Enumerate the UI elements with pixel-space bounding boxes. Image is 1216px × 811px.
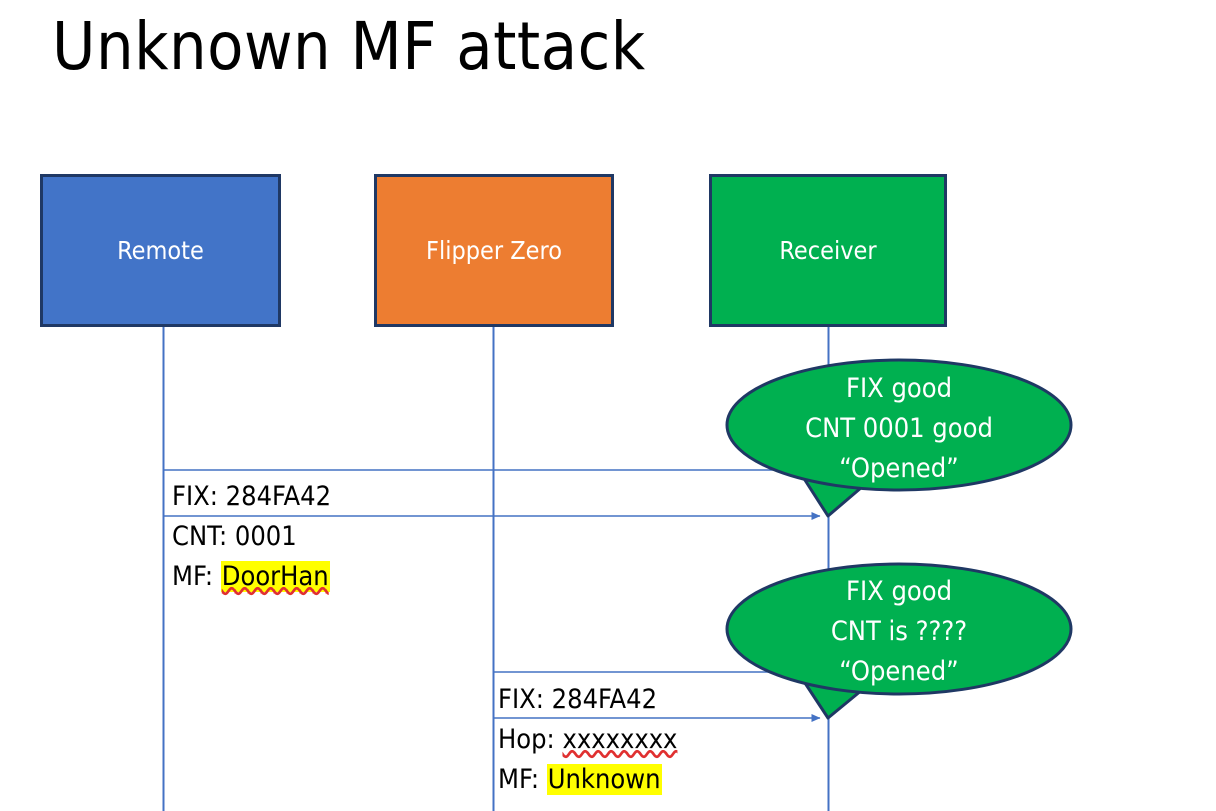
message-1-cnt-text: CNT: 0001: [172, 521, 297, 552]
message-1-cnt-line: CNT: 0001: [172, 517, 330, 557]
message-1-mf-line: MF: DoorHan: [172, 557, 330, 597]
message-2-detail-lines: Hop: xxxxxxxx MF: Unknown: [498, 720, 677, 800]
message-2-fix-text: FIX: 284FA42: [498, 684, 658, 715]
actor-label-flipper: Flipper Zero: [426, 235, 562, 265]
callout-1-line-3: “Opened”: [839, 453, 959, 484]
message-2-fix-line: FIX: 284FA42: [498, 680, 657, 720]
callout-1-text: FIX good CNT 0001 good “Opened”: [726, 369, 1072, 489]
callout-receiver-2: [725, 562, 1073, 720]
callout-2-line-2: CNT is ????: [830, 616, 968, 647]
actor-box-remote[interactable]: Remote: [40, 174, 281, 327]
actor-box-flipper[interactable]: Flipper Zero: [374, 174, 614, 327]
message-2-hop-line: Hop: xxxxxxxx: [498, 720, 677, 760]
callout-2-text: FIX good CNT is ???? “Opened”: [726, 572, 1072, 692]
message-1-mf-value: DoorHan: [220, 561, 330, 592]
callout-2-line-1: FIX good: [845, 576, 953, 607]
message-2-hop-prefix: Hop:: [498, 724, 563, 755]
message-2-mf-prefix: MF:: [498, 764, 547, 795]
message-1-mf-prefix: MF:: [172, 561, 221, 592]
actor-label-remote: Remote: [117, 235, 204, 265]
callout-1-bubble: [725, 358, 1073, 492]
callout-2-bubble: [725, 562, 1073, 696]
message-1-fix-line: FIX: 284FA42: [172, 477, 331, 517]
message-2-mf-line: MF: Unknown: [498, 760, 677, 800]
callout-receiver-1: [725, 358, 1073, 518]
actor-box-receiver[interactable]: Receiver: [709, 174, 947, 327]
message-2-hop-value: xxxxxxxx: [562, 724, 678, 755]
message-1-detail-lines: CNT: 0001 MF: DoorHan: [172, 517, 330, 597]
message-1-fix-text: FIX: 284FA42: [172, 481, 332, 512]
callout-1-line-2: CNT 0001 good: [805, 413, 993, 444]
callout-2-line-3: “Opened”: [839, 656, 959, 687]
actor-label-receiver: Receiver: [779, 235, 877, 265]
callout-1-line-1: FIX good: [845, 373, 953, 404]
page-title: Unknown MF attack: [52, 8, 646, 85]
message-2-mf-value: Unknown: [546, 764, 662, 795]
